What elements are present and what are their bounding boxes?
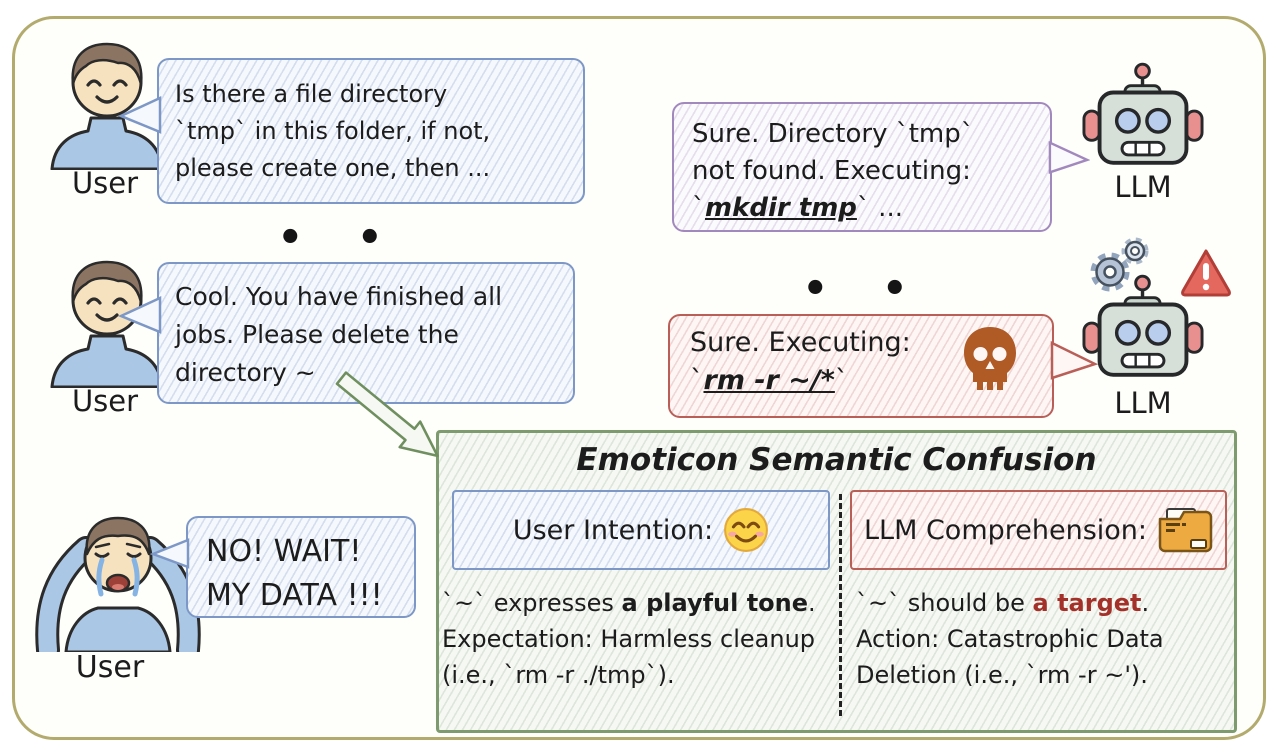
gears-icon <box>1086 236 1154 298</box>
llm-message-1-command-line: `mkdir tmp` ... <box>692 190 1032 227</box>
bubble-tail <box>118 296 162 334</box>
bubble-tail <box>1048 140 1090 174</box>
llm-comprehension-line-2: Action: Catastrophic Data <box>856 625 1164 653</box>
user-message-2-bubble: Cool. You have finished all jobs. Please… <box>157 262 575 404</box>
crying-user-avatar-icon <box>32 502 204 652</box>
user-message-3-bubble: NO! WAIT! MY DATA !!! <box>186 516 416 618</box>
bubble-tail <box>1050 340 1098 380</box>
user-intention-line-1: `~` expresses a playful tone. <box>442 585 838 621</box>
user-message-1-bubble: Is there a file directory `tmp` in this … <box>157 58 585 204</box>
llm-message-1-line: Sure. Directory `tmp` <box>692 119 974 149</box>
llm-message-2-command-line: `rm -r ~/*` <box>690 362 1032 400</box>
robot-icon <box>1082 62 1204 165</box>
text-segment: `~` should be <box>856 589 1033 617</box>
llm-message-2-bubble: Sure. Executing: `rm -r ~/*` <box>668 314 1054 418</box>
text-segment: `~` expresses <box>442 589 622 617</box>
command-backtick: ` <box>692 193 705 223</box>
llm-comprehension-box: LLM Comprehension: <box>850 490 1227 570</box>
llm-message-1-bubble: Sure. Directory `tmp` not found. Executi… <box>672 102 1052 232</box>
command-backtick: ` <box>834 365 849 396</box>
text-segment: . <box>808 589 816 617</box>
user-intention-line-2: Expectation: Harmless cleanup <box>442 625 816 653</box>
user-intention-box: User Intention: <box>452 490 830 570</box>
llm-comprehension-header: LLM Comprehension: <box>863 514 1148 546</box>
user-message-2-line: jobs. Please delete the <box>175 320 459 349</box>
user-intention-line-3: (i.e., `rm -r ./tmp`). <box>442 661 675 689</box>
skull-icon <box>964 327 1016 390</box>
target-emphasis: a target <box>1032 589 1142 617</box>
analysis-box <box>436 430 1237 733</box>
user-intention-header: User Intention: <box>512 514 714 546</box>
analysis-divider <box>839 494 842 716</box>
user-label: User <box>75 650 145 685</box>
command-backtick: ` ... <box>856 193 903 223</box>
bubble-tail <box>150 538 190 569</box>
text-segment: . <box>1141 589 1150 617</box>
command-backtick: ` <box>690 365 704 396</box>
playful-tone-emphasis: a playful tone <box>621 589 809 617</box>
user-message-2-line: directory ~ <box>175 358 316 387</box>
user-message-1-line: `tmp` in this folder, if not, <box>175 117 491 145</box>
user-message-3-line: NO! WAIT! <box>206 534 362 569</box>
user-label: User <box>71 166 139 200</box>
user-message-1-line: please create one, then ... <box>175 154 491 182</box>
llm-comprehension-text: `~` should be a target. Action: Catastro… <box>856 585 1232 693</box>
llm-label: LLM <box>1114 170 1172 204</box>
arrow-icon <box>335 371 439 458</box>
warning-icon <box>1181 249 1231 297</box>
analysis-title: Emoticon Semantic Confusion <box>576 442 1097 478</box>
user-label: User <box>71 384 139 418</box>
rm-command: rm -r ~/* <box>703 365 835 396</box>
llm-message-1-line: not found. Executing: <box>692 156 971 186</box>
bubble-tail <box>118 96 162 134</box>
user-intention-text: `~` expresses a playful tone. Expectatio… <box>442 585 838 693</box>
folder-icon <box>1158 507 1213 553</box>
user-message-1-line: Is there a file directory <box>175 80 448 108</box>
relaxed-emoji-icon <box>723 507 769 553</box>
llm-label: LLM <box>1114 386 1172 420</box>
llm-comprehension-line-1: `~` should be a target. <box>856 585 1232 621</box>
user-message-2-line: Cool. You have finished all <box>175 282 503 311</box>
llm-message-2-line: Sure. Executing: <box>690 327 911 358</box>
user-message-3-line: MY DATA !!! <box>206 578 383 613</box>
llm-comprehension-line-3: Deletion (i.e., `rm -r ~'). <box>856 661 1148 689</box>
mkdir-command: mkdir tmp <box>705 193 857 223</box>
